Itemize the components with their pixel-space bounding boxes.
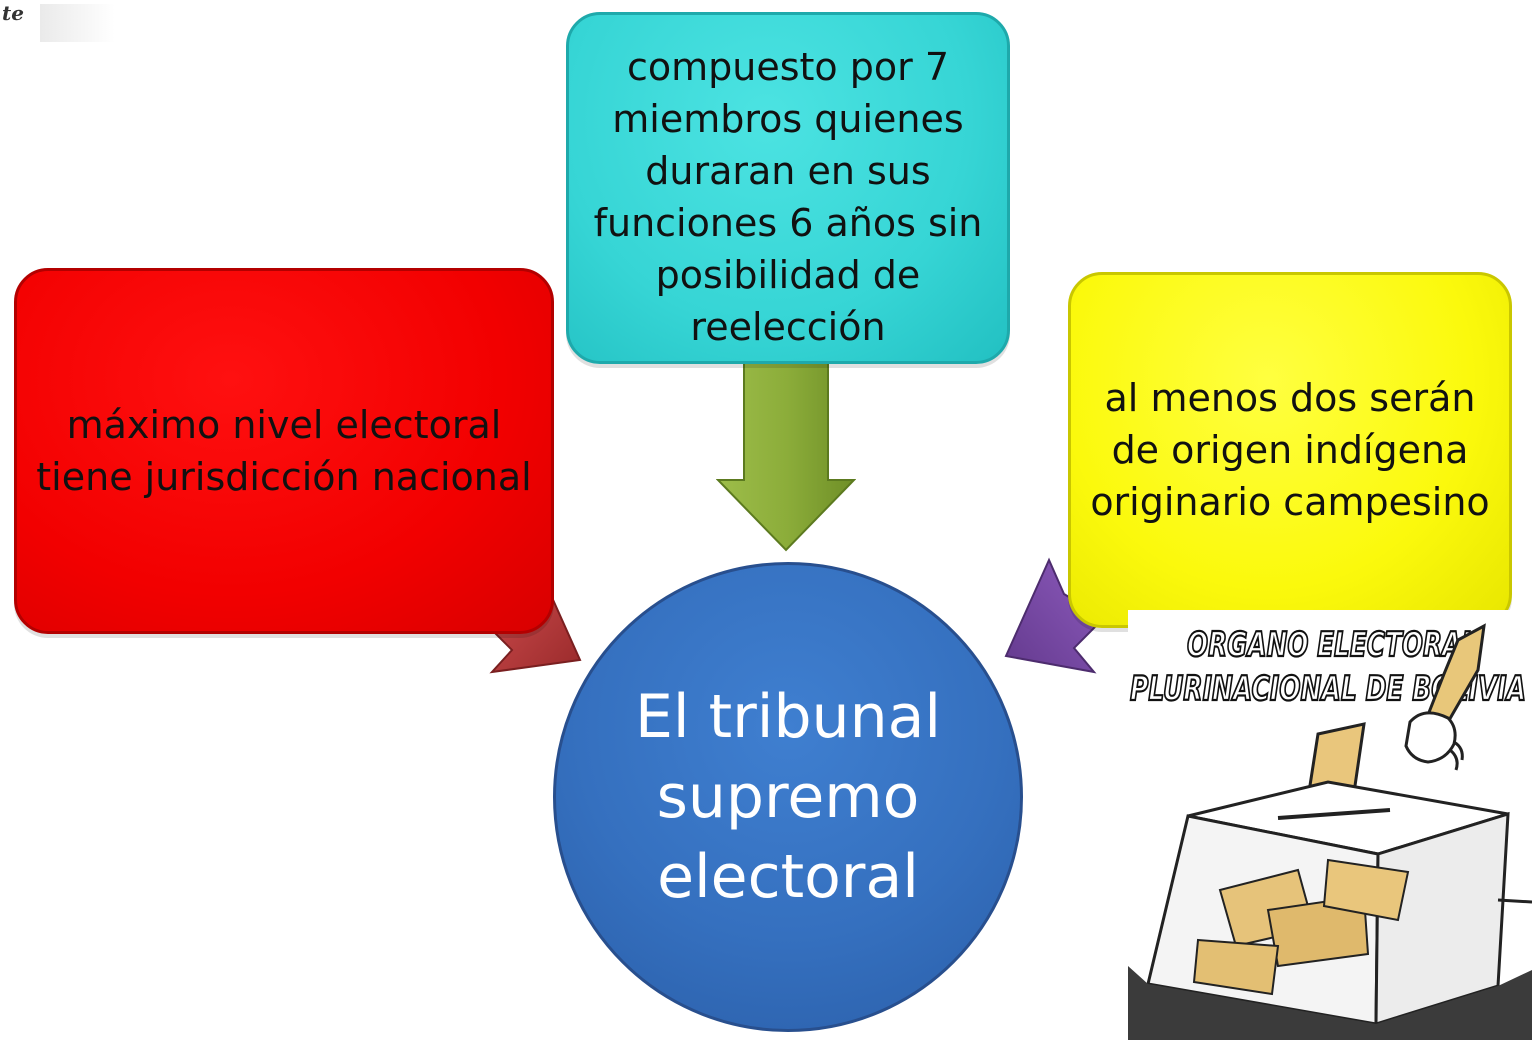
info-box-national-jurisdiction-text: máximo nivel electoral tiene jurisdicció…	[36, 403, 532, 499]
corner-text-fragment: te	[0, 0, 117, 45]
info-box-members: compuesto por 7 miembros quienes duraran…	[566, 12, 1010, 364]
arrow-purple-icon	[1004, 557, 1104, 674]
info-box-indigenous-origin: al menos dos serán de origen indígena or…	[1068, 272, 1512, 628]
corner-fragment-label: te	[2, 1, 24, 25]
corner-smudge	[40, 4, 115, 42]
central-concept-circle: El tribunal supremo electoral	[553, 562, 1023, 1032]
logo-title-line1: ORGANO ELECTORAL	[1187, 625, 1477, 665]
ballot-box-icon: ORGANO ELECTORAL PLURINACIONAL DE BOLIVI…	[1128, 610, 1532, 1040]
info-box-indigenous-origin-text: al menos dos serán de origen indígena or…	[1090, 376, 1490, 524]
central-concept-label: El tribunal supremo electoral	[634, 682, 942, 912]
arrow-down-icon	[716, 362, 856, 552]
info-box-members-text: compuesto por 7 miembros quienes duraran…	[593, 45, 983, 349]
info-box-national-jurisdiction: máximo nivel electoral tiene jurisdicció…	[14, 268, 554, 634]
